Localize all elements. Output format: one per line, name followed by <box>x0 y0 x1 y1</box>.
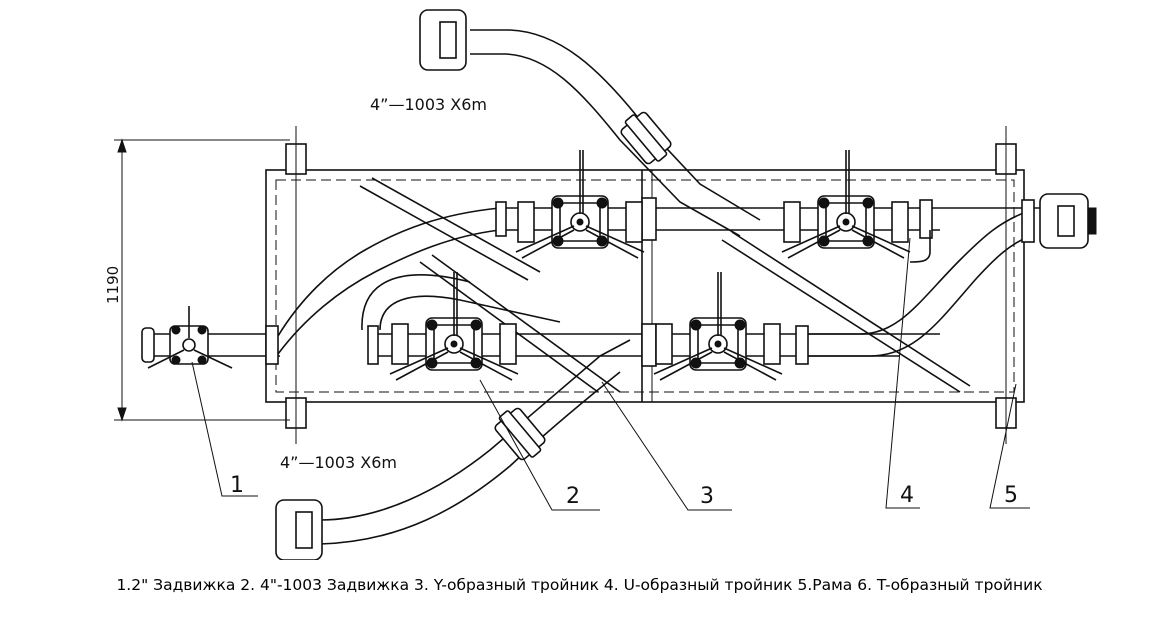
gate-valve-2in <box>147 306 233 369</box>
callout-2: 2 <box>566 484 580 509</box>
dimension-label: 1190 <box>104 266 122 304</box>
frame <box>265 126 1025 444</box>
callout-3: 3 <box>700 484 714 509</box>
legend-caption: 1.2" Задвижка 2. 4"-1003 Задвижка 3. Y-о… <box>116 576 1043 594</box>
manifold-drawing: 1190 <box>104 9 1097 560</box>
gate-valve-lower-left <box>389 271 519 381</box>
gate-valve-upper-left <box>515 149 645 259</box>
gate-valve-upper-right <box>781 149 911 259</box>
unions <box>275 9 676 560</box>
pipework <box>141 29 1097 545</box>
pipe-spec-bottom: 4”—1003 X6m <box>280 453 397 472</box>
callout-1: 1 <box>230 473 244 498</box>
callout-4: 4 <box>900 483 914 508</box>
gate-valve-lower-right <box>653 271 783 381</box>
callout-5: 5 <box>1004 483 1018 508</box>
height-dimension: 1190 <box>104 138 290 422</box>
pipe-spec-top: 4”—1003 X6m <box>370 95 487 114</box>
callout-leaders <box>191 237 1030 511</box>
